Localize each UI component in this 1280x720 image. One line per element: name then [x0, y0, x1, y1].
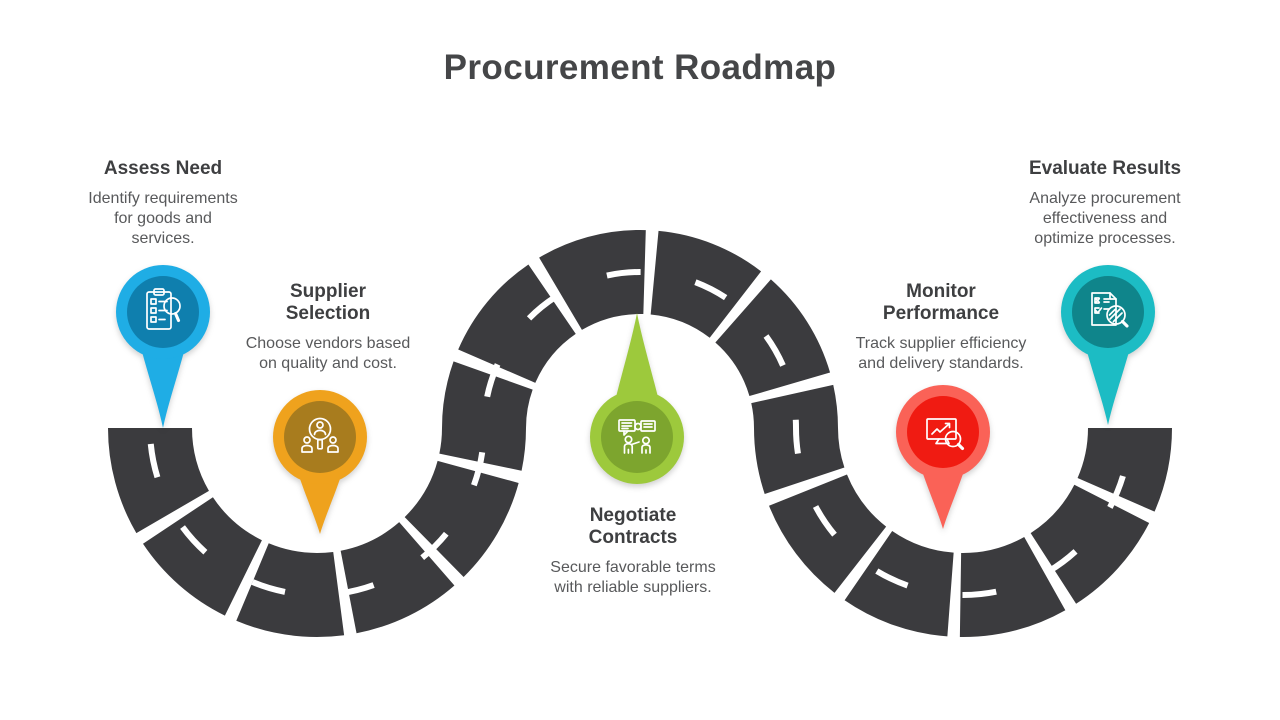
- two-people-discussion-bubbles-icon: [618, 419, 656, 454]
- road: [108, 230, 1172, 637]
- road-lane-markings: [147, 269, 1133, 598]
- step-negotiate-contracts-text: Negotiate Contracts Secure favorable ter…: [513, 505, 753, 598]
- clipboard-checklist-magnifier-icon: [146, 288, 181, 330]
- step-description: Choose vendors based on quality and cost…: [245, 335, 411, 373]
- step-title: Supplier Selection: [285, 281, 371, 325]
- step-title: Negotiate Contracts: [588, 505, 678, 549]
- pin-inner-circle: [284, 401, 356, 473]
- pin-inner-circle: [601, 401, 673, 473]
- pin-assess-need[interactable]: [116, 265, 210, 428]
- pin-inner-circle: [127, 276, 199, 348]
- pin-tail: [298, 473, 342, 534]
- pin-evaluate-results[interactable]: [1061, 265, 1155, 425]
- step-monitor-performance-text: Monitor Performance Track supplier effic…: [826, 281, 1056, 374]
- step-assess-need-text: Assess Need Identify requirements for go…: [48, 158, 278, 249]
- step-title: Monitor Performance: [882, 281, 1000, 325]
- pin-negotiate-contracts[interactable]: [590, 313, 684, 484]
- pin-monitor-performance[interactable]: [896, 385, 990, 529]
- pin-tail: [141, 348, 185, 428]
- pin-inner-circle: [907, 396, 979, 468]
- step-title: Assess Need: [103, 158, 223, 179]
- step-supplier-selection-text: Supplier Selection Choose vendors based …: [218, 281, 438, 374]
- people-search-magnifier-icon: [301, 417, 339, 453]
- pin-tail: [615, 313, 659, 401]
- page-title: Procurement Roadmap: [443, 48, 837, 87]
- step-description: Analyze procurement effectiveness and op…: [1029, 190, 1181, 248]
- step-evaluate-results-text: Evaluate Results Analyze procurement eff…: [995, 158, 1215, 249]
- pin-tail: [1086, 348, 1130, 425]
- step-description: Track supplier efficiency and delivery s…: [855, 335, 1027, 373]
- document-check-magnifier-icon: [1091, 292, 1129, 328]
- monitor-growth-chart-magnifier-icon: [926, 418, 965, 451]
- pin-tail: [921, 468, 965, 529]
- pin-supplier-selection[interactable]: [273, 390, 367, 534]
- step-title: Evaluate Results: [1028, 158, 1182, 179]
- step-description: Identify requirements for goods and serv…: [88, 190, 238, 248]
- step-description: Secure favorable terms with reliable sup…: [550, 559, 716, 597]
